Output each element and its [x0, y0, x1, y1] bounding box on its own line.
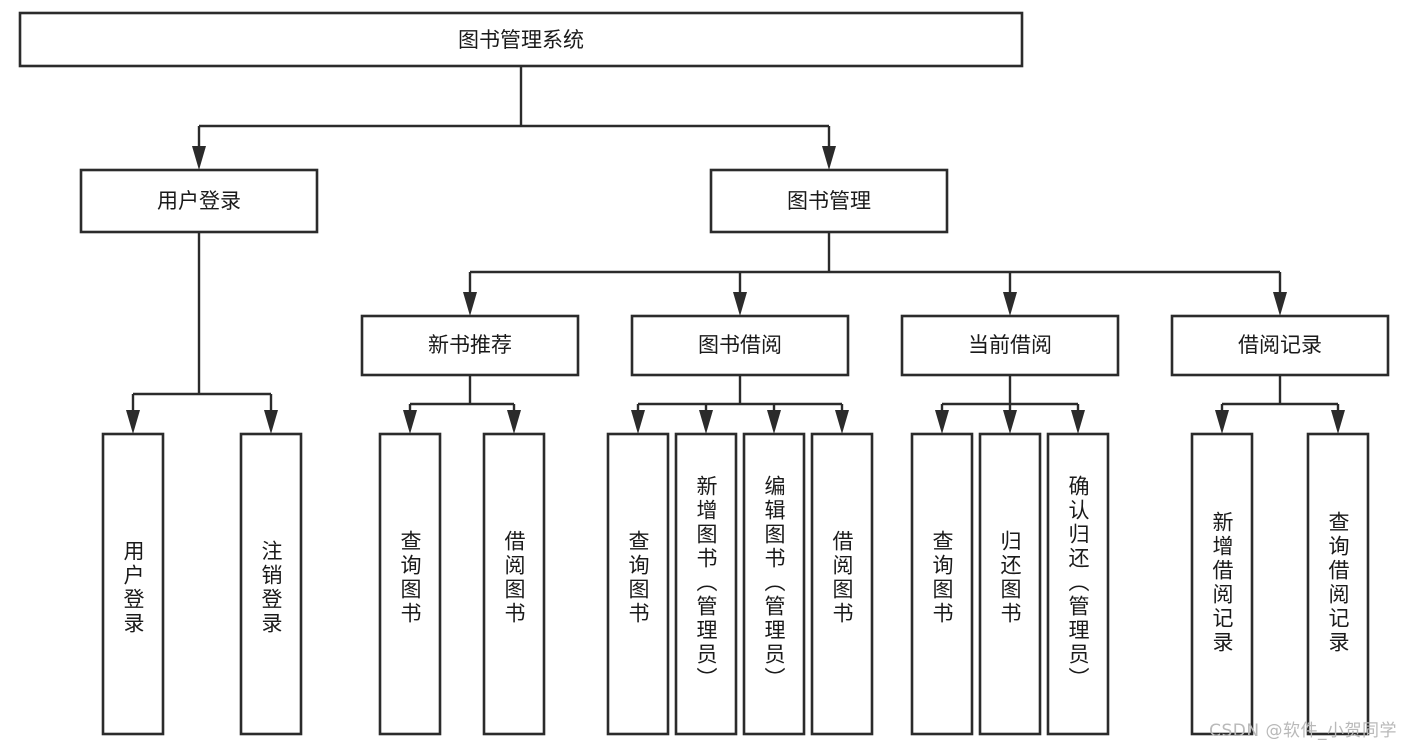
leaf-bb-add-box[interactable]	[674, 432, 738, 736]
node-root-box[interactable]	[18, 11, 1024, 68]
node-book-manage[interactable]: 图书管理	[709, 168, 949, 234]
leaf-bb-query[interactable]: 查询图书	[606, 432, 670, 736]
node-book-borrow-label: 图书借阅	[698, 333, 782, 357]
leaf-bb-edit-label: 编辑图书（管理员）	[762, 475, 786, 691]
node-user-login-box[interactable]	[79, 168, 319, 234]
leaf-cb-confirm-box[interactable]	[1046, 432, 1110, 736]
connector-userlogin-bus	[131, 232, 273, 418]
leaf-user-login-box[interactable]	[101, 432, 165, 736]
leaf-rec-query-box[interactable]	[378, 432, 442, 736]
leaf-cb-confirm[interactable]: 确认归还（管理员）	[1046, 432, 1110, 736]
arrow-to-leaf-cb-return	[1003, 410, 1017, 434]
node-borrow-record-box[interactable]	[1170, 314, 1390, 377]
connector-root-bus	[197, 66, 831, 158]
node-book-borrow-box[interactable]	[630, 314, 850, 377]
arrow-to-leaf-rec-borrow	[507, 410, 521, 434]
leaf-user-logout-label: 注销登录	[259, 540, 283, 636]
node-root-label: 图书管理系统	[458, 28, 584, 52]
leaf-bb-add[interactable]: 新增图书（管理员）	[674, 432, 738, 736]
arrow-to-borrow-record	[1273, 292, 1287, 316]
leaf-bb-query-label: 查询图书	[626, 530, 650, 626]
node-new-book-rec-label: 新书推荐	[428, 333, 512, 357]
leaf-bb-edit[interactable]: 编辑图书（管理员）	[742, 432, 806, 736]
arrow-to-leaf-br-add	[1215, 410, 1229, 434]
node-current-borrow-box[interactable]	[900, 314, 1120, 377]
node-current-borrow[interactable]: 当前借阅	[900, 314, 1120, 377]
leaf-user-login-label: 用户登录	[121, 540, 145, 636]
arrow-to-book-manage	[822, 146, 836, 170]
node-user-login-label: 用户登录	[157, 189, 241, 213]
arrow-to-leaf-bb-edit	[767, 410, 781, 434]
node-book-borrow[interactable]: 图书借阅	[630, 314, 850, 377]
leaf-br-add-box[interactable]	[1190, 432, 1254, 736]
node-borrow-record[interactable]: 借阅记录	[1170, 314, 1390, 377]
arrow-to-current-borrow	[1003, 292, 1017, 316]
leaf-cb-return-label: 归还图书	[998, 530, 1022, 626]
node-book-manage-label: 图书管理	[787, 189, 871, 213]
leaf-bb-borrow-label: 借阅图书	[830, 530, 854, 626]
leaf-rec-query-label: 查询图书	[398, 530, 422, 626]
leaf-br-query-box[interactable]	[1306, 432, 1370, 736]
leaf-br-add[interactable]: 新增借阅记录	[1190, 432, 1254, 736]
connector-bookmanage-bus	[468, 232, 1282, 300]
leaf-user-logout[interactable]: 注销登录	[239, 432, 303, 736]
leaf-cb-query[interactable]: 查询图书	[910, 432, 974, 736]
leaf-bb-edit-box[interactable]	[742, 432, 806, 736]
leaf-br-query-label: 查询借阅记录	[1326, 511, 1350, 655]
leaf-cb-query-box[interactable]	[910, 432, 974, 736]
leaf-cb-return-box[interactable]	[978, 432, 1042, 736]
leaf-bb-borrow-box[interactable]	[810, 432, 874, 736]
arrow-to-leaf-user-login	[126, 410, 140, 434]
leaf-br-add-label: 新增借阅记录	[1210, 511, 1234, 655]
node-user-login[interactable]: 用户登录	[79, 168, 319, 234]
connector-newbookrec-bus	[408, 375, 516, 418]
node-current-borrow-label: 当前借阅	[968, 333, 1052, 357]
arrow-to-leaf-bb-borrow	[835, 410, 849, 434]
leaf-user-login[interactable]: 用户登录	[101, 432, 165, 736]
arrow-to-user-login	[192, 146, 206, 170]
node-new-book-rec[interactable]: 新书推荐	[360, 314, 580, 377]
node-borrow-record-label: 借阅记录	[1238, 333, 1322, 357]
leaf-bb-add-label: 新增图书（管理员）	[694, 475, 718, 691]
node-root[interactable]: 图书管理系统	[18, 11, 1024, 68]
leaf-cb-return[interactable]: 归还图书	[978, 432, 1042, 736]
leaf-br-query[interactable]: 查询借阅记录	[1306, 432, 1370, 736]
arrow-to-leaf-user-logout	[264, 410, 278, 434]
leaf-rec-borrow-label: 借阅图书	[502, 530, 526, 626]
leaf-cb-confirm-label: 确认归还（管理员）	[1066, 475, 1090, 691]
leaf-rec-query[interactable]: 查询图书	[378, 432, 442, 736]
connector-bookborrow-bus	[636, 375, 844, 418]
node-book-manage-box[interactable]	[709, 168, 949, 234]
arrow-to-leaf-br-query	[1331, 410, 1345, 434]
arrow-to-leaf-cb-query	[935, 410, 949, 434]
connector-borrowrecord-bus	[1220, 375, 1340, 418]
leaf-bb-query-box[interactable]	[606, 432, 670, 736]
arrow-to-leaf-bb-query	[631, 410, 645, 434]
arrow-to-new-book-rec	[463, 292, 477, 316]
leaf-rec-borrow[interactable]: 借阅图书	[482, 432, 546, 736]
node-new-book-rec-box[interactable]	[360, 314, 580, 377]
csdn-watermark: CSDN @软件_小贺同学	[1209, 721, 1397, 741]
leaf-rec-borrow-box[interactable]	[482, 432, 546, 736]
leaf-cb-query-label: 查询图书	[930, 530, 954, 626]
connector-layer	[126, 66, 1345, 434]
arrow-to-leaf-cb-confirm	[1071, 410, 1085, 434]
leaf-bb-borrow[interactable]: 借阅图书	[810, 432, 874, 736]
arrow-to-leaf-rec-query	[403, 410, 417, 434]
arrow-to-book-borrow	[733, 292, 747, 316]
leaf-user-logout-box[interactable]	[239, 432, 303, 736]
arrow-to-leaf-bb-add	[699, 410, 713, 434]
